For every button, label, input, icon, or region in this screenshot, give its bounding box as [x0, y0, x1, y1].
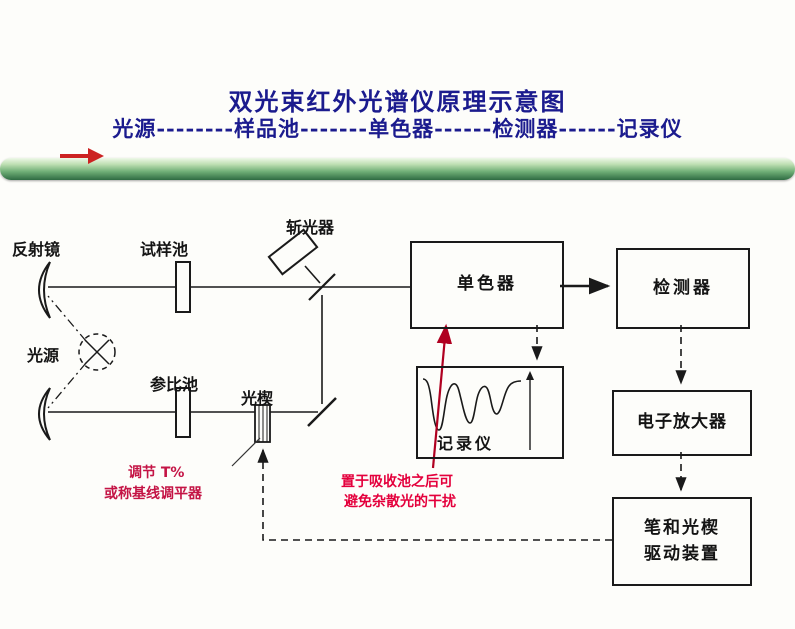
reflector-mirror-top — [38, 261, 51, 319]
wedge-symbol — [254, 404, 271, 443]
monochromator-box: 单色器 — [410, 241, 564, 329]
light-source-symbol — [78, 333, 116, 371]
amplifier-label: 电子放大器 — [637, 412, 727, 433]
amplifier-box: 电子放大器 — [612, 390, 752, 456]
recorder-label: 记录仪 — [437, 434, 495, 453]
drive-label-line2: 驱动装置 — [644, 543, 720, 564]
chopper-symbol — [267, 228, 319, 276]
stray-light-arrow — [431, 323, 453, 469]
adjust-annotation-line1: 调节 T% — [128, 465, 185, 481]
divider-bar — [0, 158, 795, 180]
monochromator-label: 单色器 — [457, 274, 517, 295]
drive-box: 笔和光楔 驱动装置 — [612, 497, 752, 586]
chopper-link-line — [304, 265, 321, 284]
stray-annotation-line1: 置于吸收池之后可 — [341, 474, 453, 490]
dashed-signal-lines — [257, 325, 687, 541]
stray-annotation-line2: 避免杂散光的干扰 — [344, 494, 456, 510]
reflector-label: 反射镜 — [12, 240, 61, 259]
reference-cell-label: 参比池 — [150, 375, 199, 394]
bottom-mirror-diagonal — [307, 397, 337, 427]
reflector-mirror-bottom — [38, 387, 51, 441]
light-source-label: 光源 — [27, 346, 60, 365]
detector-label: 检测器 — [653, 277, 713, 298]
top-mirror-diagonal — [308, 273, 336, 301]
chopper-label: 斩光器 — [286, 218, 335, 237]
detector-box: 检测器 — [616, 248, 750, 329]
reference-cell-symbol — [175, 387, 191, 438]
page-title: 双光束红外光谱仪原理示意图 — [228, 87, 567, 116]
sample-cell-label: 试样池 — [140, 240, 189, 259]
flow-subtitle: 光源--------样品池-------单色器------检测器------记录… — [112, 116, 683, 141]
adjust-annotation-line2: 或称基线调平器 — [104, 486, 202, 502]
spectrum-trace — [422, 378, 522, 431]
wedge-label: 光楔 — [241, 389, 274, 408]
red-pointer-arrow — [60, 148, 104, 164]
adjust-pointer-line — [231, 437, 261, 467]
recorder-box — [416, 366, 564, 459]
drive-label-line1: 笔和光楔 — [644, 518, 720, 538]
recorder-pen-line — [526, 371, 534, 450]
sample-cell-symbol — [175, 261, 191, 313]
